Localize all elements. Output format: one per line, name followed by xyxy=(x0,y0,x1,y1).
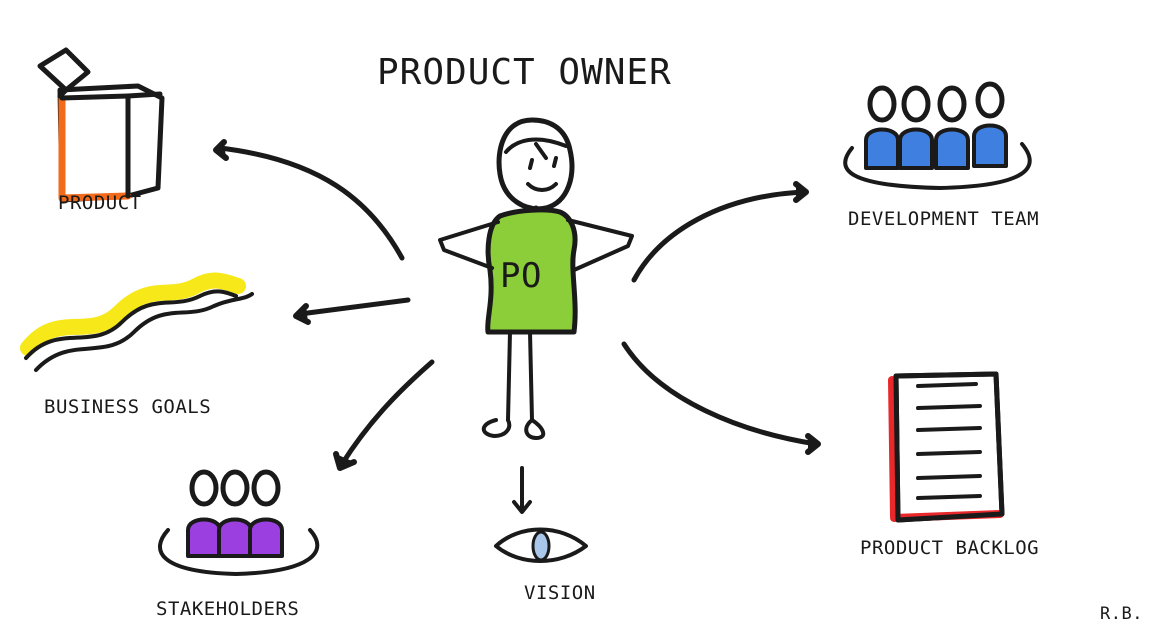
author-signature: R.B. xyxy=(1100,604,1143,624)
arrow-to-development-team xyxy=(631,181,809,283)
arrow-to-business-goals xyxy=(293,297,411,325)
label-product-backlog: PRODUCT BACKLOG xyxy=(860,537,1040,559)
arrow-to-stakeholders xyxy=(333,359,435,471)
development-team-icon xyxy=(843,81,1032,190)
label-development-team: DEVELOPMENT TEAM xyxy=(848,208,1040,230)
label-business-goals: BUSINESS GOALS xyxy=(44,396,212,418)
label-product: PRODUCT xyxy=(58,192,142,214)
arrow-to-product xyxy=(213,139,405,261)
diagram-title: PRODUCT OWNER xyxy=(377,52,672,93)
label-vision: VISION xyxy=(524,582,596,604)
product-backlog-icon xyxy=(888,371,1005,523)
product-box-icon xyxy=(37,47,165,203)
vision-eye-icon xyxy=(494,466,588,563)
stakeholders-icon xyxy=(158,469,320,576)
product-owner-figure xyxy=(438,117,634,440)
label-stakeholders: STAKEHOLDERS xyxy=(156,598,300,620)
business-goals-wave-icon xyxy=(20,272,254,372)
arrow-to-product-backlog xyxy=(621,341,821,455)
po-badge: PO xyxy=(500,256,542,296)
